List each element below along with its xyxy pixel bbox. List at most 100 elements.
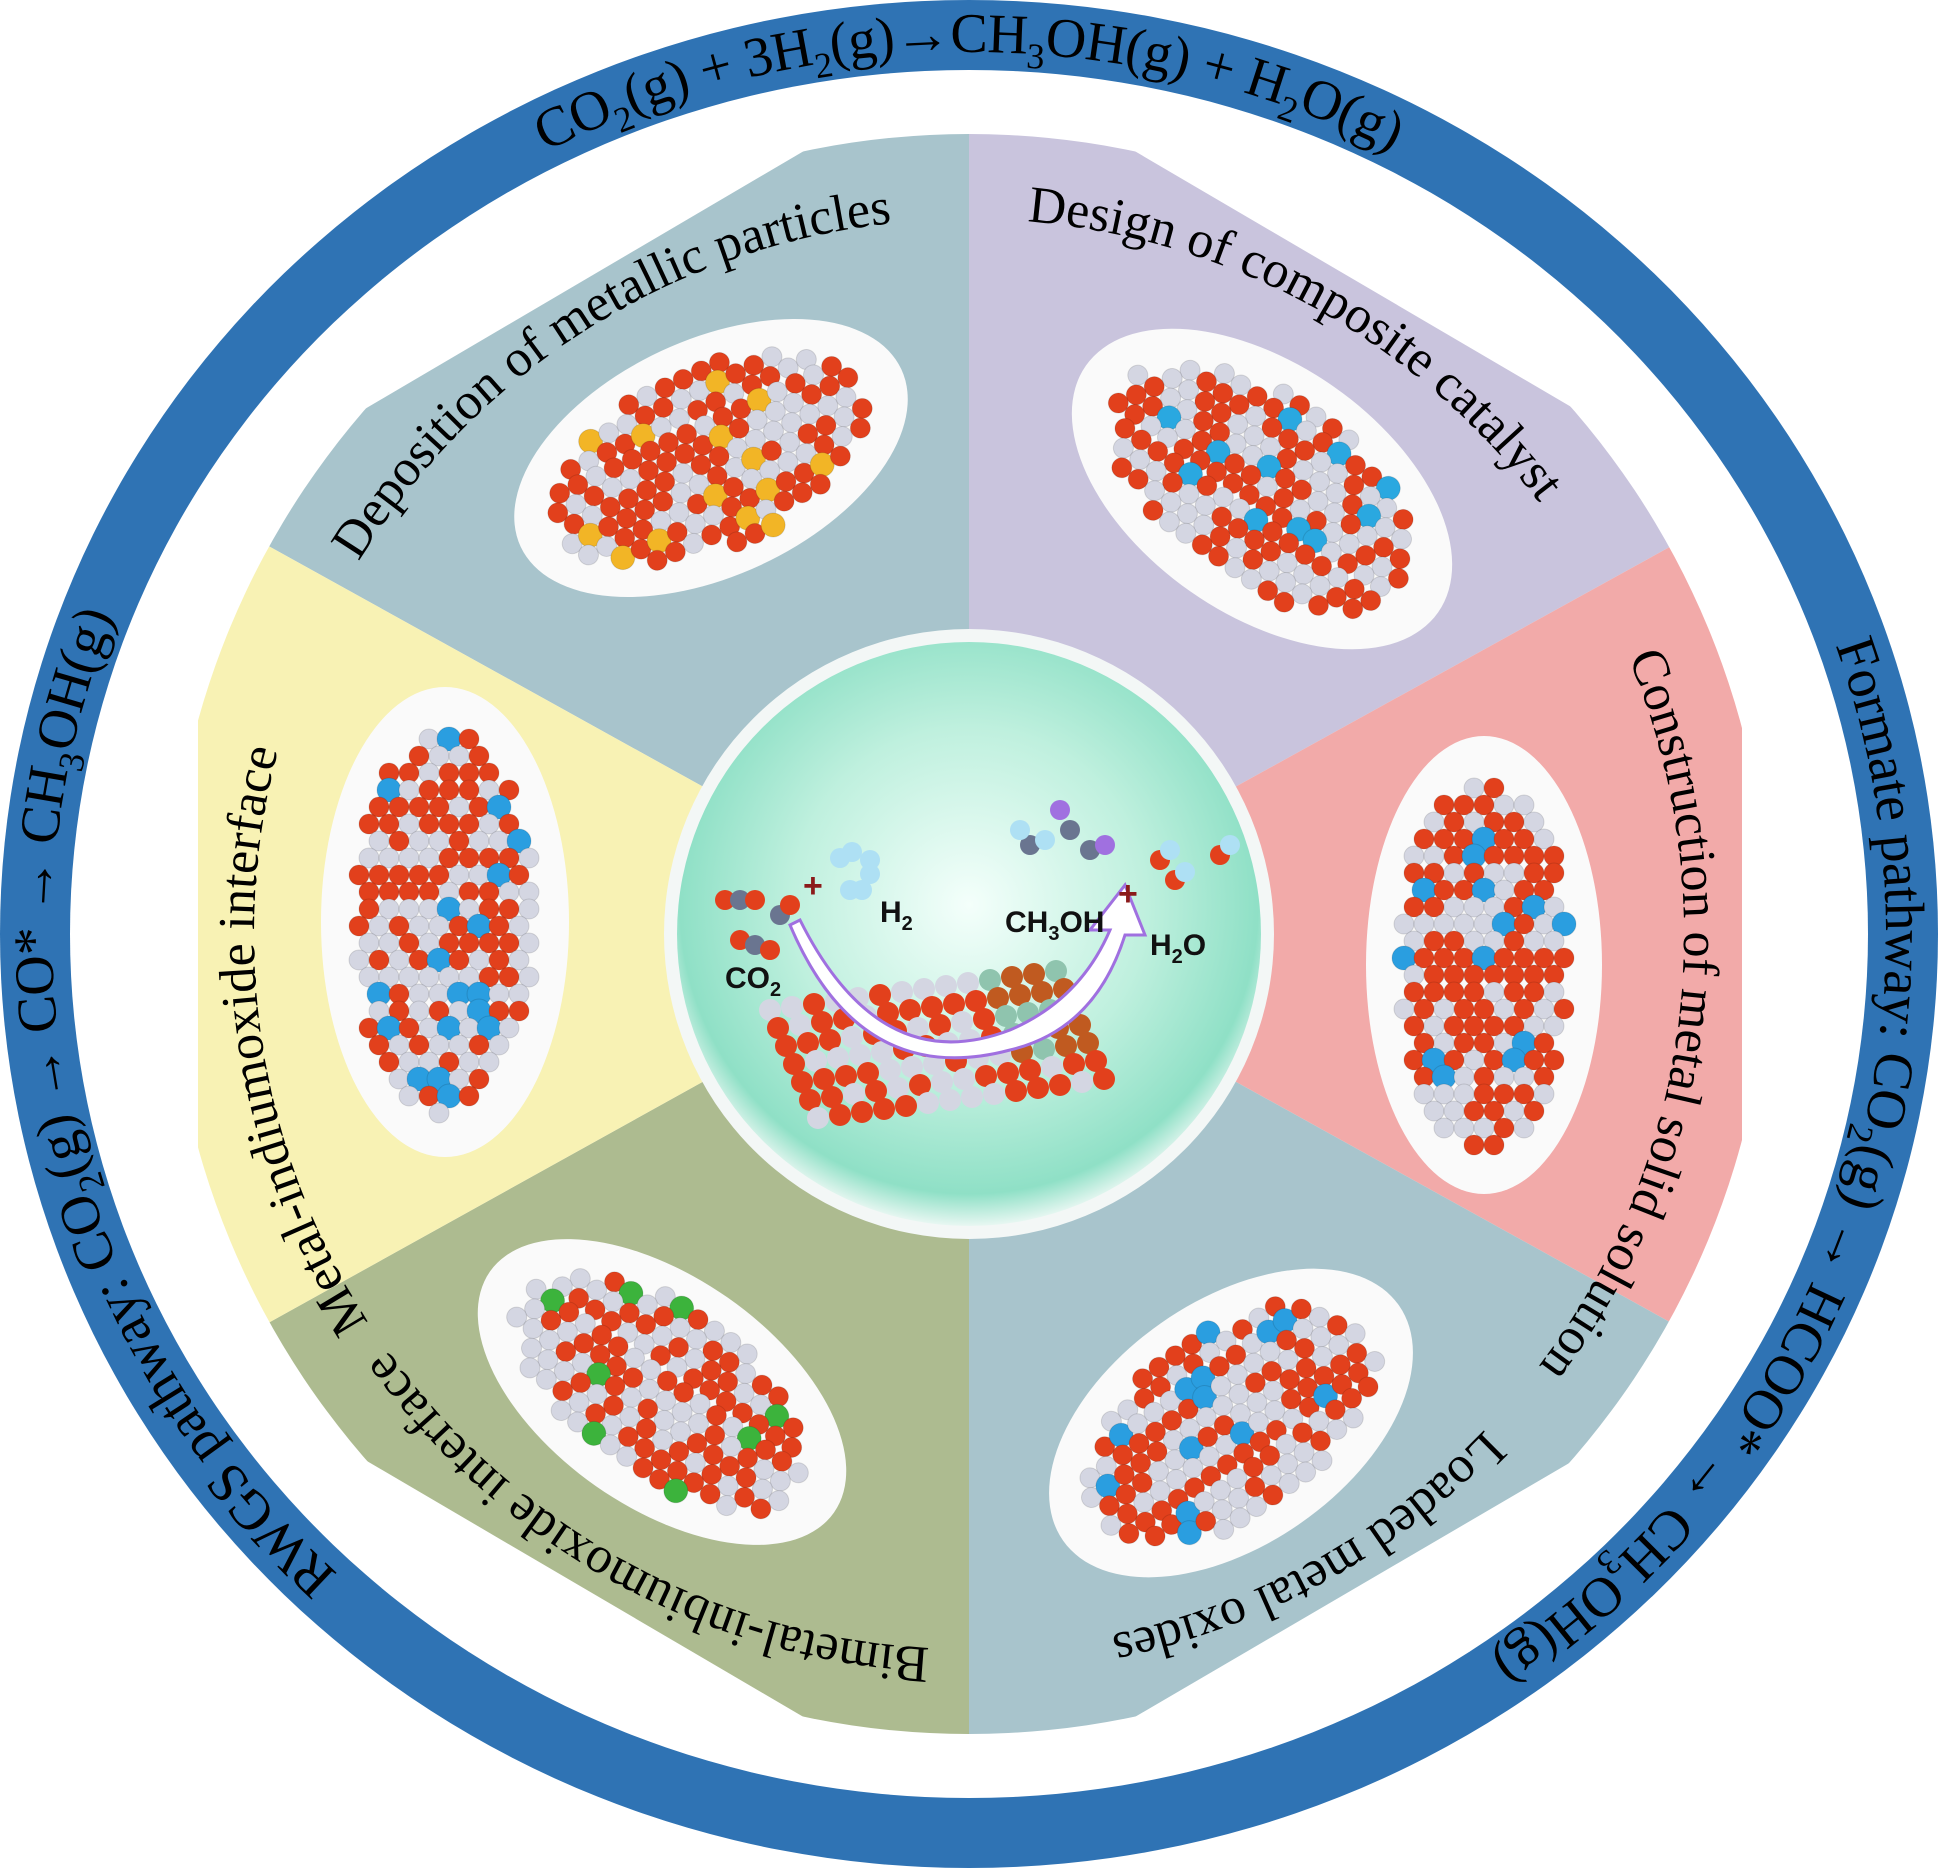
catalyst-cluster-3 bbox=[1366, 736, 1602, 1194]
atom bbox=[1553, 998, 1575, 1020]
atom bbox=[750, 1498, 772, 1520]
atom bbox=[907, 1017, 929, 1039]
atom bbox=[468, 1068, 490, 1090]
atom bbox=[851, 397, 873, 419]
molecule-atom bbox=[1050, 800, 1070, 820]
atom bbox=[1543, 862, 1565, 884]
atom bbox=[807, 1107, 829, 1129]
atom bbox=[508, 1000, 530, 1022]
ch3oh-label: CH3OH bbox=[1005, 906, 1104, 945]
catalyst-cluster-6 bbox=[321, 687, 569, 1157]
catalyst-cluster-5 bbox=[477, 1239, 847, 1545]
atom bbox=[851, 1101, 873, 1123]
atom bbox=[1311, 1450, 1333, 1472]
atom bbox=[1001, 966, 1023, 988]
atom bbox=[1387, 567, 1409, 589]
atom bbox=[917, 1092, 939, 1114]
atom bbox=[1055, 1035, 1077, 1057]
atom bbox=[1031, 981, 1053, 1003]
atom bbox=[909, 1074, 931, 1096]
atom bbox=[891, 981, 913, 1003]
atom bbox=[783, 1053, 805, 1075]
atom bbox=[789, 1014, 811, 1036]
molecule-atom bbox=[780, 895, 800, 915]
atom bbox=[1344, 1323, 1366, 1345]
atom bbox=[458, 728, 480, 750]
atom bbox=[791, 1071, 813, 1093]
atom bbox=[939, 1089, 961, 1111]
molecule-atom bbox=[1010, 820, 1030, 840]
atom bbox=[518, 966, 540, 988]
atom bbox=[508, 915, 530, 937]
atom bbox=[829, 445, 851, 467]
atom bbox=[518, 932, 540, 954]
atom bbox=[805, 1050, 827, 1072]
atom bbox=[1513, 1117, 1535, 1139]
atom bbox=[797, 1032, 819, 1054]
atom bbox=[767, 1386, 789, 1408]
atom bbox=[1391, 528, 1413, 550]
atom bbox=[1342, 598, 1364, 620]
atom bbox=[1077, 1032, 1099, 1054]
atom bbox=[498, 1017, 520, 1039]
atom bbox=[803, 993, 825, 1015]
atom bbox=[1533, 828, 1555, 850]
atom bbox=[1392, 508, 1414, 530]
atom bbox=[1533, 1032, 1555, 1054]
atom bbox=[775, 1035, 797, 1057]
atom bbox=[1023, 963, 1045, 985]
atom bbox=[1543, 896, 1565, 918]
atom bbox=[1375, 475, 1401, 501]
molecule-atom bbox=[715, 890, 735, 910]
atom bbox=[1071, 1071, 1093, 1093]
atom bbox=[468, 745, 490, 767]
atom bbox=[829, 1104, 851, 1126]
atom bbox=[935, 975, 957, 997]
atom bbox=[768, 1490, 790, 1512]
atom bbox=[1195, 1320, 1221, 1346]
atom bbox=[837, 367, 859, 389]
atom bbox=[458, 1085, 480, 1107]
reaction-arrow-icon bbox=[788, 882, 1148, 1060]
atom bbox=[759, 999, 781, 1021]
atom bbox=[1063, 1053, 1085, 1075]
atom bbox=[849, 1044, 871, 1066]
atom bbox=[983, 1083, 1005, 1105]
atom bbox=[987, 987, 1009, 1009]
atom bbox=[1543, 1015, 1565, 1037]
atom bbox=[1357, 1376, 1379, 1398]
sphere bbox=[677, 642, 1261, 1226]
atom bbox=[1005, 1080, 1027, 1102]
atom bbox=[1290, 1298, 1312, 1320]
atom bbox=[809, 473, 831, 495]
molecule-atom bbox=[745, 890, 765, 910]
molecule-atom bbox=[842, 842, 862, 862]
atom bbox=[877, 1002, 899, 1024]
atom bbox=[518, 898, 540, 920]
atom bbox=[498, 779, 520, 801]
atom bbox=[813, 1068, 835, 1090]
atom bbox=[887, 1077, 909, 1099]
atom bbox=[1523, 1100, 1545, 1122]
atom bbox=[1389, 548, 1411, 570]
molecules bbox=[715, 800, 1240, 960]
atom bbox=[1326, 1314, 1348, 1336]
molecule-atom bbox=[1095, 835, 1115, 855]
catalyst-cluster-1 bbox=[514, 319, 908, 597]
atom bbox=[871, 1041, 893, 1063]
atom bbox=[827, 1047, 849, 1069]
atom bbox=[821, 355, 843, 377]
atom bbox=[843, 1083, 865, 1105]
atom bbox=[1009, 984, 1031, 1006]
atom bbox=[1342, 1407, 1364, 1429]
atom bbox=[663, 1478, 689, 1504]
atom bbox=[498, 813, 520, 835]
atom bbox=[849, 417, 871, 439]
atom bbox=[1483, 777, 1505, 799]
atom bbox=[921, 996, 943, 1018]
atom bbox=[1543, 930, 1565, 952]
atom bbox=[1019, 1059, 1041, 1081]
h2o-label: H2O bbox=[1150, 929, 1206, 968]
